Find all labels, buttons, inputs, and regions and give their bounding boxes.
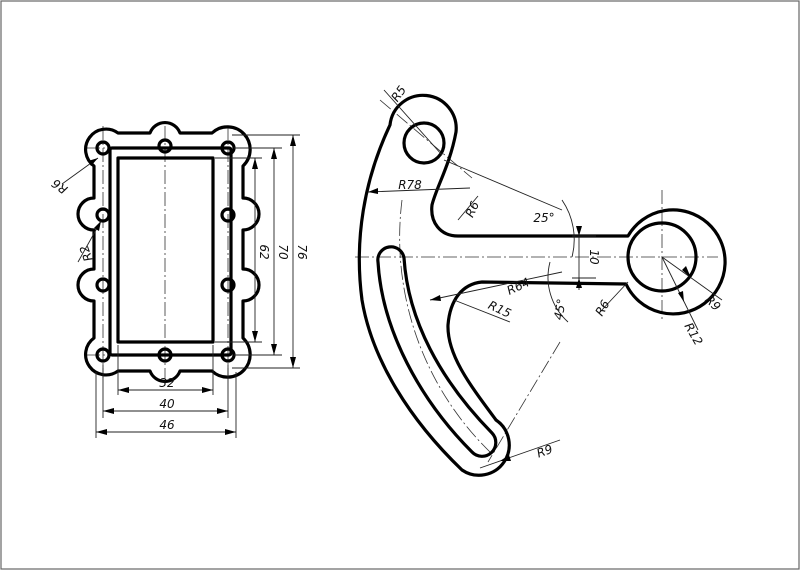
dim-a45: 45° [551,298,568,321]
dim-a25: 25° [533,211,554,225]
arrowhead [678,291,684,302]
arc-centerline [399,199,491,453]
leader-r6-upper [457,195,479,221]
arrowhead [225,429,236,435]
arc-25 [561,199,575,258]
dim-d10: 10 [587,249,601,265]
arrowhead [94,221,101,231]
arrowhead [88,158,98,166]
hub-hole [626,221,698,293]
hole [157,347,173,363]
dim-r6-lower: R6 [592,297,612,318]
frame-outer-outline [76,120,261,384]
arrowhead [217,408,228,414]
arrowhead [271,344,277,355]
dim-r9-tip: R9 [535,442,555,461]
leader-r15 [453,299,511,323]
dim-w40: 40 [159,397,175,411]
hole [220,277,236,293]
leader-r9-tip [479,439,561,469]
arrowhead [430,295,441,301]
hole [95,140,111,156]
hole [220,207,236,223]
frame-inner-window [116,156,215,344]
left-part: 76 70 62 32 40 46 R6 R2 [49,120,309,438]
centerline-45 [487,341,561,463]
hole [95,347,111,363]
arrowhead [252,158,258,169]
top-boss-hole [402,121,446,165]
dim-r9-hub: R9 [702,293,723,314]
dim-w32: 32 [159,376,174,390]
arrowhead [290,357,296,368]
right-part: R5 R78 R6 25° 10 R64 R15 45° R6 R9 R12 R [355,83,727,477]
frame-holes [95,138,236,363]
dim-r6-upper: R6 [463,199,483,220]
arrowhead [118,387,129,393]
dim-w46: 46 [159,418,175,432]
arc-45 [547,261,569,323]
dim-r6: R6 [49,176,70,197]
arrowhead [271,148,277,159]
leader-r64 [429,271,563,301]
arrowhead [96,429,107,435]
hole [95,277,111,293]
arrowhead [576,278,582,288]
link-outer-profile [357,93,727,477]
leader-r78 [367,187,471,193]
arrowhead [500,455,511,461]
dim-r78: R78 [398,178,422,192]
hole [95,207,111,223]
arrowhead [202,387,213,393]
arrowhead [252,331,258,342]
dim-r12: R12 [681,320,705,347]
dim-h76: 76 [295,244,309,260]
leader-r9-hub [661,256,723,301]
ext-line-25 [443,159,563,211]
dim-r15: R15 [486,298,513,321]
leader-r5 [383,89,443,156]
arrowhead [368,188,378,194]
dim-h62: 62 [257,244,271,259]
arrowhead [576,226,582,236]
curved-slot [376,245,498,458]
dim-r2: R2 [77,243,96,263]
hole [157,138,173,154]
arrowhead [682,266,691,278]
dim-r64: R64 [505,275,532,298]
arrowhead [103,408,114,414]
leader-r6-lower [599,281,629,313]
dim-h70: 70 [276,244,290,260]
arrowhead [290,135,296,146]
